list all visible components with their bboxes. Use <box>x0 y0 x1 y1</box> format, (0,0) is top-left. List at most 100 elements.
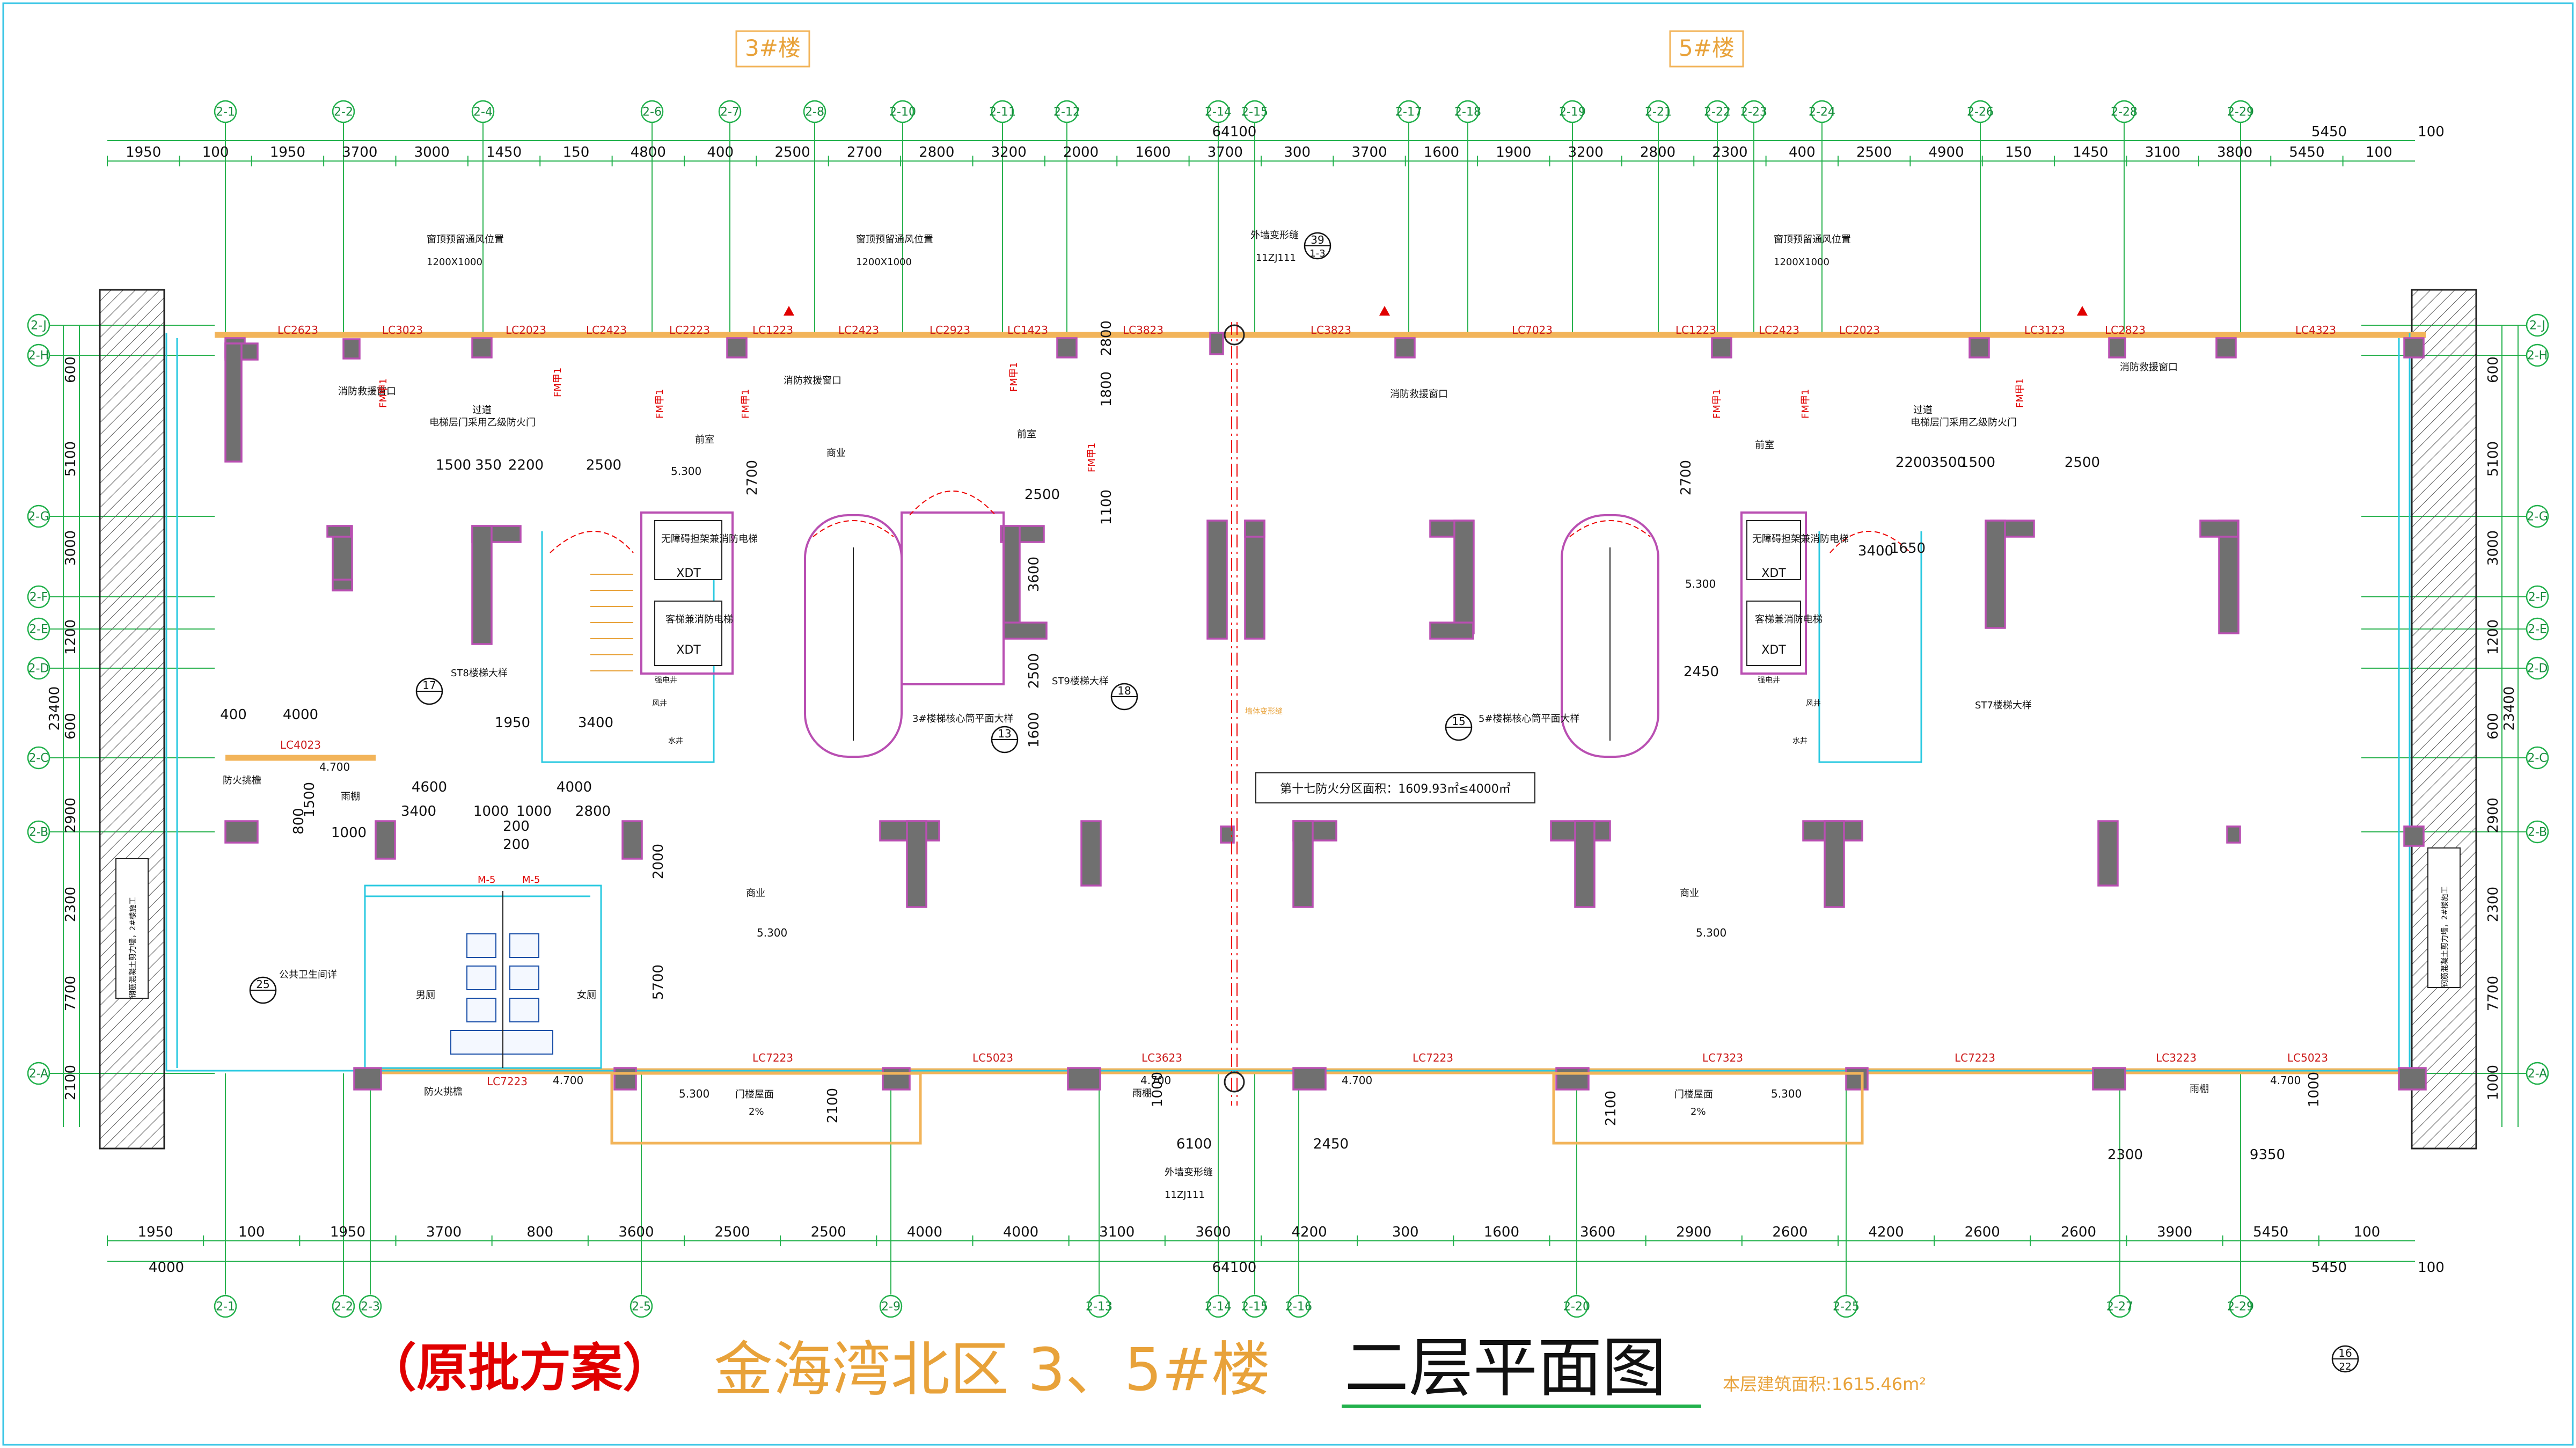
inner-dim: 2800 <box>575 803 611 820</box>
rescue-window-1: 消防救援窗口 <box>338 386 396 397</box>
dim-top-right-b: 100 <box>2418 124 2445 140</box>
dim-right-col-text: 2300 <box>2485 887 2501 922</box>
structural-column <box>1429 621 1474 640</box>
deform-joint-label: 墙体变形缝 <box>1245 707 1283 716</box>
dim-top-row-text: 150 <box>563 144 590 160</box>
axis-label-top: 2-4 <box>473 106 493 119</box>
axis-label-bottom: 2-15 <box>1241 1300 1268 1314</box>
dim-top-row-text: 3100 <box>2145 144 2180 160</box>
st8-label: ST8楼梯大样 <box>451 668 508 679</box>
dim-top-row-text: 4900 <box>1928 144 1964 160</box>
front-room-mid: 前室 <box>1017 429 1036 440</box>
structural-column <box>2398 1067 2427 1091</box>
inner-dim: 1100 <box>1099 489 1115 525</box>
vent-size-left: 1200X1000 <box>427 257 482 268</box>
canopy-roof-right: 门楼屋面 <box>1674 1089 1713 1100</box>
dim-top-row-text: 1450 <box>2073 144 2108 160</box>
window-tag-top: LC1423 <box>1007 324 1048 337</box>
dim-bottom-row-text: 100 <box>238 1224 265 1240</box>
axis-label-top: 2-2 <box>334 106 353 119</box>
fire-area-box <box>1255 772 1535 803</box>
inner-dim: 2200 <box>508 457 544 473</box>
axis-label-top: 2-29 <box>2227 106 2254 119</box>
axis-bubble-top-2-19 <box>1561 100 1584 123</box>
stair-core-5 <box>1561 511 1922 763</box>
window-tag-top: LC2423 <box>586 324 627 337</box>
window-tag-top: LC2823 <box>2105 324 2146 337</box>
st9-label: ST9楼梯大样 <box>1052 676 1109 687</box>
structural-column <box>1056 337 1078 359</box>
axis-bubble-left-2-D <box>27 656 50 680</box>
window-tag-top: LC2023 <box>506 324 546 337</box>
structural-column <box>2403 337 2425 359</box>
door-fm-6: FM甲1 <box>1086 443 1097 472</box>
dim-top-row-text: 2500 <box>1856 144 1892 160</box>
fire-area-note: 第十七防火分区面积：1609.93㎡≤4000㎡ <box>1280 782 1510 796</box>
axis-label-top: 2-6 <box>642 106 662 119</box>
dim-right-col-text: 5100 <box>2485 441 2501 477</box>
inner-dim: 4000 <box>557 779 592 795</box>
axis-bubble-top-2-8 <box>803 100 826 123</box>
dim-bottom-row-text: 3600 <box>618 1224 654 1240</box>
xdt-4: XDT <box>1761 643 1786 657</box>
left-side-note: 钢筋混凝土剪力墙，2#楼施工 <box>128 897 137 998</box>
axis-label-top: 2-12 <box>1053 106 1080 119</box>
axis-bubble-bottom-2-5 <box>630 1295 653 1318</box>
axis-bubble-top-2-23 <box>1742 100 1766 123</box>
structural-column <box>1845 1067 1869 1091</box>
axis-bubble-bottom-2-25 <box>1834 1295 1858 1318</box>
strong-elec-right: 强电井 <box>1758 676 1780 685</box>
structural-column <box>613 1067 637 1091</box>
dim-top-row-text: 400 <box>707 144 734 160</box>
dim-bottom-right-a: 5450 <box>2311 1260 2347 1276</box>
callout-number: 13 <box>998 727 1011 740</box>
axis-bubble-left-2-E <box>27 617 50 641</box>
dim-top-row-text: 2800 <box>1640 144 1675 160</box>
door-fm-4: FM甲1 <box>740 389 751 419</box>
axis-label-right: 2-E <box>2528 623 2547 637</box>
dim-right-col-text: 600 <box>2485 713 2501 740</box>
building-tag-5-text: 5#楼 <box>1679 35 1735 61</box>
axis-bubble-top-2-14 <box>1206 100 1230 123</box>
door-fm-3: FM甲1 <box>654 389 665 419</box>
dim-right-col-text: 600 <box>2485 356 2501 383</box>
toilet-outline <box>364 884 602 1069</box>
dim-top-row-text: 3700 <box>1208 144 1243 160</box>
structural-column <box>1002 621 1048 640</box>
inner-dim: 400 <box>220 707 247 723</box>
vent-size-right: 1200X1000 <box>1774 257 1829 268</box>
canopy-roof-left: 门楼屋面 <box>735 1089 774 1100</box>
axis-bubble-top-2-26 <box>1968 100 1992 123</box>
axis-label-top: 2-23 <box>1740 106 1767 119</box>
wind-left: 风井 <box>652 699 667 708</box>
elev-4700-c: 4.700 <box>1140 1074 1171 1087</box>
axis-label-right: 2-C <box>2527 752 2547 765</box>
ext-wall-bottom: 外墙变形缝 <box>1165 1167 1213 1178</box>
dim-left-col-text: 600 <box>63 713 79 740</box>
dim-top-row-text: 300 <box>1284 144 1311 160</box>
axis-label-bottom: 2-27 <box>2106 1300 2133 1314</box>
inner-dim: 1800 <box>1099 371 1115 407</box>
dim-bottom-row-text: 1950 <box>137 1224 173 1240</box>
axis-bubble-bottom-2-29 <box>2229 1295 2252 1318</box>
window-tag-top: LC2023 <box>1839 324 1880 337</box>
dim-top-row-text: 3700 <box>1351 144 1387 160</box>
inner-dim: 2100 <box>1603 1091 1619 1126</box>
right-hatched-wall <box>2411 289 2477 1150</box>
inner-dim: 1000 <box>473 803 509 820</box>
shop-label-right: 商业 <box>1680 888 1699 899</box>
inner-dim: 5700 <box>650 964 667 1000</box>
elev-shop-right: 5.300 <box>1696 926 1726 939</box>
inner-dim: 3400 <box>1858 543 1893 559</box>
axis-label-top: 2-11 <box>989 106 1016 119</box>
columns <box>224 332 2427 1091</box>
xdt-3: XDT <box>1761 567 1786 580</box>
axis-bubble-left-2-A <box>27 1062 50 1085</box>
left-hatched-wall <box>99 289 165 1150</box>
corridor-left: 过道 <box>472 405 492 416</box>
structural-column <box>1824 820 1845 908</box>
axis-bubble-left-2-B <box>27 820 50 844</box>
